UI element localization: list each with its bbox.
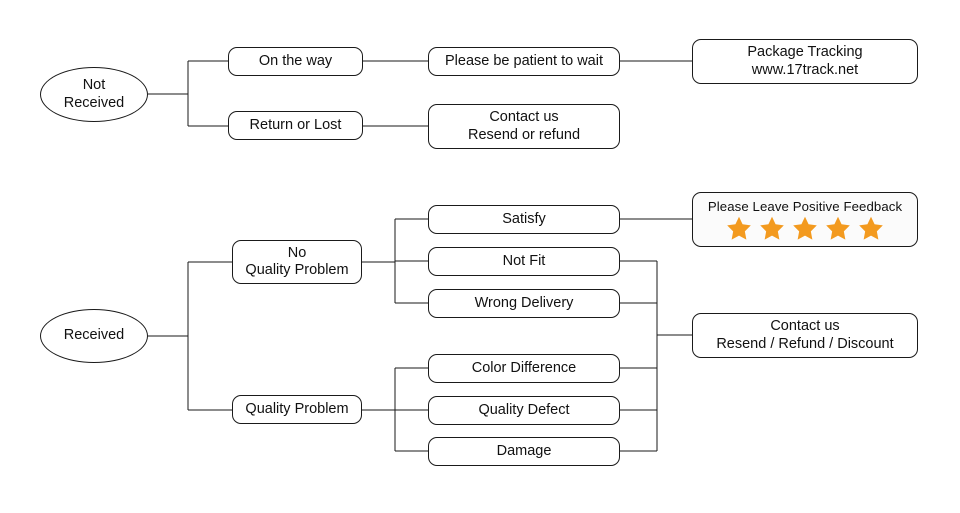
node-contact-resend-refund-discount[interactable]: Contact us Resend / Refund / Discount (692, 313, 918, 358)
star-icon[interactable] (825, 216, 851, 241)
feedback-title: Please Leave Positive Feedback (707, 198, 903, 214)
star-icon[interactable] (858, 216, 884, 241)
node-on-the-way[interactable]: On the way (228, 47, 363, 76)
node-received[interactable]: Received (40, 309, 148, 363)
node-wrong-delivery[interactable]: Wrong Delivery (428, 289, 620, 318)
star-icon[interactable] (759, 216, 785, 241)
star-icon[interactable] (792, 216, 818, 241)
node-contact-resend-refund[interactable]: Contact us Resend or refund (428, 104, 620, 149)
node-no-quality-problem[interactable]: No Quality Problem (232, 240, 362, 284)
node-not-fit[interactable]: Not Fit (428, 247, 620, 276)
node-satisfy[interactable]: Satisfy (428, 205, 620, 234)
node-quality-defect[interactable]: Quality Defect (428, 396, 620, 425)
star-rating[interactable] (726, 216, 884, 241)
node-color-difference[interactable]: Color Difference (428, 354, 620, 383)
node-leave-positive-feedback[interactable]: Please Leave Positive Feedback (692, 192, 918, 247)
node-quality-problem[interactable]: Quality Problem (232, 395, 362, 424)
node-not-received[interactable]: Not Received (40, 67, 148, 122)
node-package-tracking[interactable]: Package Tracking www.17track.net (692, 39, 918, 84)
node-damage[interactable]: Damage (428, 437, 620, 466)
star-icon[interactable] (726, 216, 752, 241)
node-return-or-lost[interactable]: Return or Lost (228, 111, 363, 140)
node-please-be-patient[interactable]: Please be patient to wait (428, 47, 620, 76)
